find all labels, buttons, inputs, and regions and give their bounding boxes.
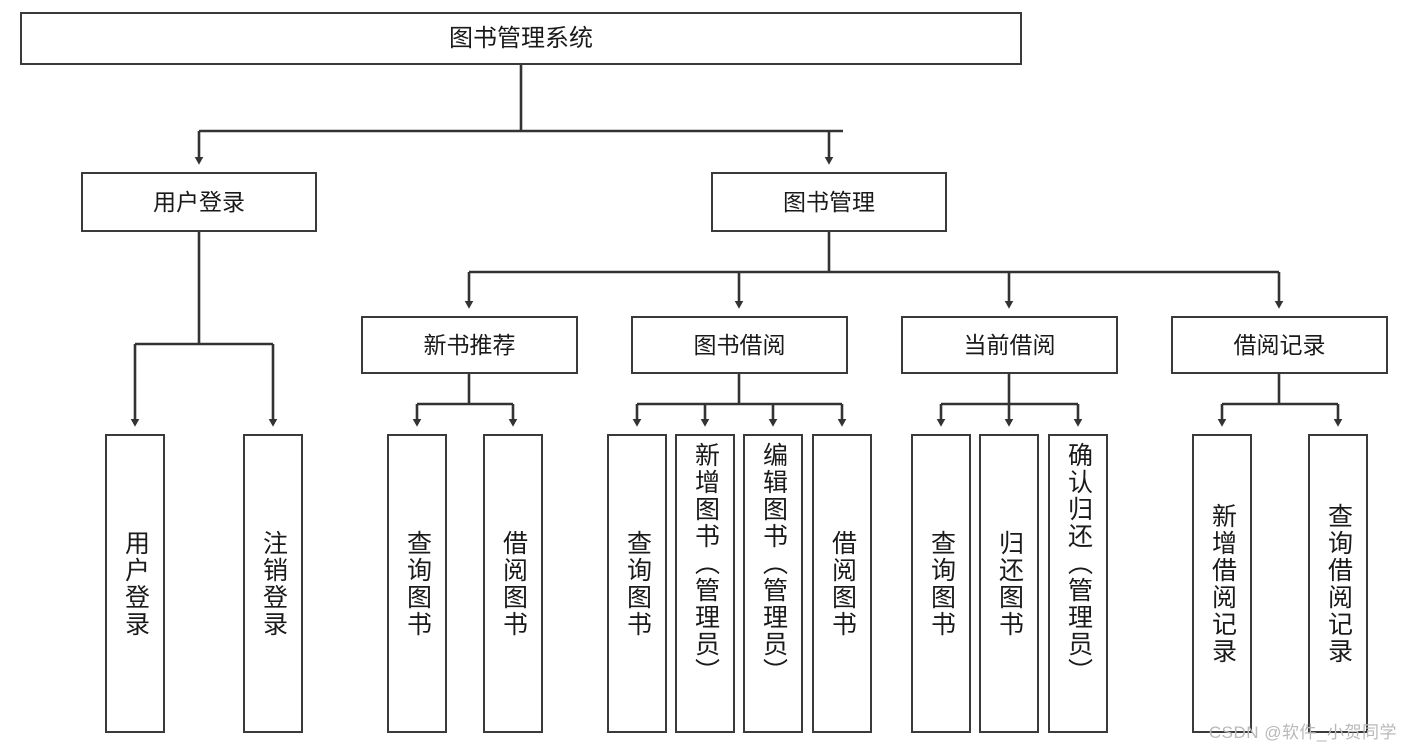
leaf-current-confirm-return-admin[interactable]: 确认归还（管理员） <box>1048 434 1108 733</box>
leaf-label: 编辑图书（管理员） <box>759 442 788 685</box>
node-book-management[interactable]: 图书管理 <box>711 172 947 232</box>
node-label: 当前借阅 <box>963 331 1056 358</box>
leaf-record-query-borrow-record[interactable]: 查询借阅记录 <box>1308 434 1368 733</box>
node-label: 图书借阅 <box>693 331 786 358</box>
leaf-borrow-edit-book-admin[interactable]: 编辑图书（管理员） <box>743 434 803 733</box>
leaf-recommend-borrow-book[interactable]: 借阅图书 <box>483 434 543 733</box>
leaf-borrow-add-book-admin[interactable]: 新增图书（管理员） <box>675 434 735 733</box>
leaf-label: 查询借阅记录 <box>1324 502 1353 665</box>
leaf-label: 借阅图书 <box>828 529 857 638</box>
leaf-user-login[interactable]: 用户登录 <box>105 434 165 733</box>
leaf-record-add-borrow-record[interactable]: 新增借阅记录 <box>1192 434 1252 733</box>
leaf-recommend-query-book[interactable]: 查询图书 <box>387 434 447 733</box>
leaf-label: 新增借阅记录 <box>1208 502 1237 665</box>
node-new-book-recommend[interactable]: 新书推荐 <box>361 316 578 374</box>
node-borrow-record[interactable]: 借阅记录 <box>1171 316 1388 374</box>
leaf-borrow-borrow-book[interactable]: 借阅图书 <box>812 434 872 733</box>
leaf-borrow-query-book[interactable]: 查询图书 <box>607 434 667 733</box>
node-label: 图书管理系统 <box>449 24 593 52</box>
leaf-label: 查询图书 <box>403 529 432 638</box>
node-label: 用户登录 <box>153 188 245 215</box>
leaf-label: 确认归还（管理员） <box>1064 442 1093 685</box>
leaf-label: 新增图书（管理员） <box>691 442 720 685</box>
leaf-current-return-book[interactable]: 归还图书 <box>979 434 1039 733</box>
leaf-label: 注销登录 <box>259 529 288 638</box>
leaf-label: 借阅图书 <box>499 529 528 638</box>
leaf-label: 归还图书 <box>995 529 1024 638</box>
leaf-label: 查询图书 <box>927 529 956 638</box>
watermark: CSDN @软件_小贺同学 <box>1208 723 1397 742</box>
node-book-borrow[interactable]: 图书借阅 <box>631 316 848 374</box>
leaf-user-logout[interactable]: 注销登录 <box>243 434 303 733</box>
node-user-login[interactable]: 用户登录 <box>81 172 317 232</box>
leaf-label: 用户登录 <box>121 529 150 638</box>
node-current-borrow[interactable]: 当前借阅 <box>901 316 1118 374</box>
leaf-label: 查询图书 <box>623 529 652 638</box>
node-label: 新书推荐 <box>423 331 516 358</box>
node-label: 图书管理 <box>783 188 875 215</box>
node-label: 借阅记录 <box>1233 331 1326 358</box>
connector-lines <box>130 65 1343 427</box>
leaf-current-query-book[interactable]: 查询图书 <box>911 434 971 733</box>
node-root-system[interactable]: 图书管理系统 <box>20 12 1022 65</box>
